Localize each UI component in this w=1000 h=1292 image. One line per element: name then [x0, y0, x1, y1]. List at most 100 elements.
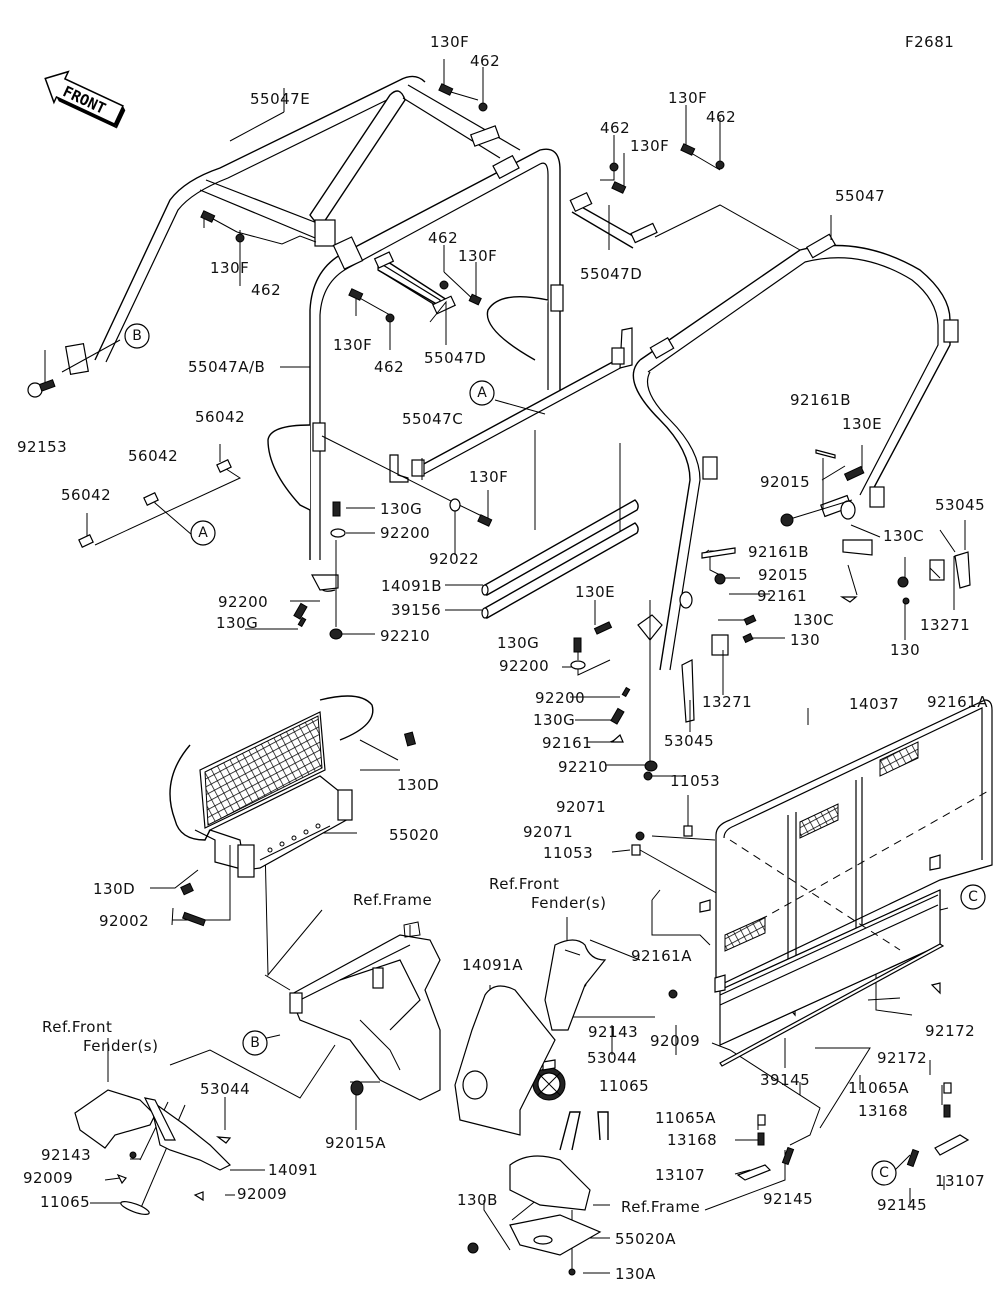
label-92161A[interactable]: 92161A [927, 693, 988, 711]
label-92172[interactable]: 92172 [925, 1022, 975, 1040]
label-55047E[interactable]: 55047E [250, 90, 310, 108]
roll-bar-55047A-B [267, 148, 564, 592]
label-56042[interactable]: 56042 [195, 408, 245, 426]
label-55047A-B[interactable]: 55047A/B [188, 358, 265, 376]
label-462[interactable]: 462 [600, 119, 630, 137]
label-55047C[interactable]: 55047C [402, 410, 463, 428]
label-55020[interactable]: 55020 [389, 826, 439, 844]
label-92200[interactable]: 92200 [499, 657, 549, 675]
label-130E[interactable]: 130E [575, 583, 615, 601]
label-13168[interactable]: 13168 [858, 1102, 908, 1120]
label-462[interactable]: 462 [251, 281, 281, 299]
label-130F[interactable]: 130F [430, 33, 469, 51]
label-462[interactable]: 462 [374, 358, 404, 376]
label-130B[interactable]: 130B [457, 1191, 498, 1209]
label-462[interactable]: 462 [706, 108, 736, 126]
label-92172[interactable]: 92172 [877, 1049, 927, 1067]
label-130G[interactable]: 130G [533, 711, 575, 729]
label-92022[interactable]: 92022 [429, 550, 479, 568]
label-462[interactable]: 462 [428, 229, 458, 247]
label-462[interactable]: 462 [470, 52, 500, 70]
label-ref-front-fender-2[interactable]: Fender(s) [83, 1037, 158, 1055]
label-130A[interactable]: 130A [615, 1265, 656, 1283]
hinge-hardware-right [637, 494, 971, 723]
label-55047D[interactable]: 55047D [580, 265, 642, 283]
label-130F[interactable]: 130F [333, 336, 372, 354]
label-92161B[interactable]: 92161B [748, 543, 809, 561]
label-53044[interactable]: 53044 [200, 1080, 250, 1098]
label-ref-front-fender[interactable]: Ref.Front [42, 1018, 112, 1036]
label-92153[interactable]: 92153 [17, 438, 67, 456]
label-13107[interactable]: 13107 [935, 1172, 985, 1190]
callout-A-left: A [190, 520, 216, 546]
label-13271[interactable]: 13271 [702, 693, 752, 711]
label-130F[interactable]: 130F [458, 247, 497, 265]
label-92015[interactable]: 92015 [758, 566, 808, 584]
label-14037[interactable]: 14037 [849, 695, 899, 713]
label-13271[interactable]: 13271 [920, 616, 970, 634]
label-92145[interactable]: 92145 [763, 1190, 813, 1208]
label-14091B[interactable]: 14091B [381, 577, 442, 595]
label-92210[interactable]: 92210 [380, 627, 430, 645]
label-92143[interactable]: 92143 [41, 1146, 91, 1164]
label-53044[interactable]: 53044 [587, 1049, 637, 1067]
label-11065[interactable]: 11065 [40, 1193, 90, 1211]
label-92145[interactable]: 92145 [877, 1196, 927, 1214]
svg-text:B: B [250, 1035, 260, 1051]
label-14091[interactable]: 14091 [268, 1161, 318, 1179]
label-130[interactable]: 130 [790, 631, 820, 649]
label-53045[interactable]: 53045 [664, 732, 714, 750]
label-92161A[interactable]: 92161A [631, 947, 692, 965]
label-130G[interactable]: 130G [216, 614, 258, 632]
label-92200[interactable]: 92200 [380, 524, 430, 542]
label-92009[interactable]: 92009 [23, 1169, 73, 1187]
label-11065[interactable]: 11065 [599, 1077, 649, 1095]
label-92015A[interactable]: 92015A [325, 1134, 386, 1152]
label-130[interactable]: 130 [890, 641, 920, 659]
label-130G[interactable]: 130G [380, 500, 422, 518]
label-92071[interactable]: 92071 [523, 823, 573, 841]
label-ref-front-fender-2[interactable]: Fender(s) [531, 894, 606, 912]
label-11053[interactable]: 11053 [543, 844, 593, 862]
label-14091A[interactable]: 14091A [462, 956, 523, 974]
label-130C[interactable]: 130C [793, 611, 834, 629]
label-130E[interactable]: 130E [842, 415, 882, 433]
label-92161[interactable]: 92161 [757, 587, 807, 605]
label-92009[interactable]: 92009 [237, 1185, 287, 1203]
label-130F[interactable]: 130F [630, 137, 669, 155]
label-55047[interactable]: 55047 [835, 187, 885, 205]
label-13168[interactable]: 13168 [667, 1131, 717, 1149]
label-92009[interactable]: 92009 [650, 1032, 700, 1050]
label-130D[interactable]: 130D [397, 776, 439, 794]
label-92002[interactable]: 92002 [99, 912, 149, 930]
label-39156[interactable]: 39156 [391, 601, 441, 619]
label-92200[interactable]: 92200 [535, 689, 585, 707]
label-53045[interactable]: 53045 [935, 496, 985, 514]
label-130C[interactable]: 130C [883, 527, 924, 545]
label-130G[interactable]: 130G [497, 634, 539, 652]
label-ref-frame[interactable]: Ref.Frame [621, 1198, 700, 1216]
label-130D[interactable]: 130D [93, 880, 135, 898]
label-55047D[interactable]: 55047D [424, 349, 486, 367]
label-ref-front-fender[interactable]: Ref.Front [489, 875, 559, 893]
label-11065A[interactable]: 11065A [848, 1079, 909, 1097]
label-92071[interactable]: 92071 [556, 798, 606, 816]
label-92015[interactable]: 92015 [760, 473, 810, 491]
label-56042[interactable]: 56042 [61, 486, 111, 504]
label-13107[interactable]: 13107 [655, 1166, 705, 1184]
label-130F[interactable]: 130F [668, 89, 707, 107]
label-92210[interactable]: 92210 [558, 758, 608, 776]
label-11065A[interactable]: 11065A [655, 1109, 716, 1127]
label-56042[interactable]: 56042 [128, 447, 178, 465]
label-92143[interactable]: 92143 [588, 1023, 638, 1041]
label-ref-frame[interactable]: Ref.Frame [353, 891, 432, 909]
label-55020A[interactable]: 55020A [615, 1230, 676, 1248]
label-92161B[interactable]: 92161B [790, 391, 851, 409]
label-39145[interactable]: 39145 [760, 1071, 810, 1089]
label-130F[interactable]: 130F [469, 468, 508, 486]
label-130F[interactable]: 130F [210, 259, 249, 277]
label-11053[interactable]: 11053 [670, 772, 720, 790]
label-92161[interactable]: 92161 [542, 734, 592, 752]
label-92200[interactable]: 92200 [218, 593, 268, 611]
